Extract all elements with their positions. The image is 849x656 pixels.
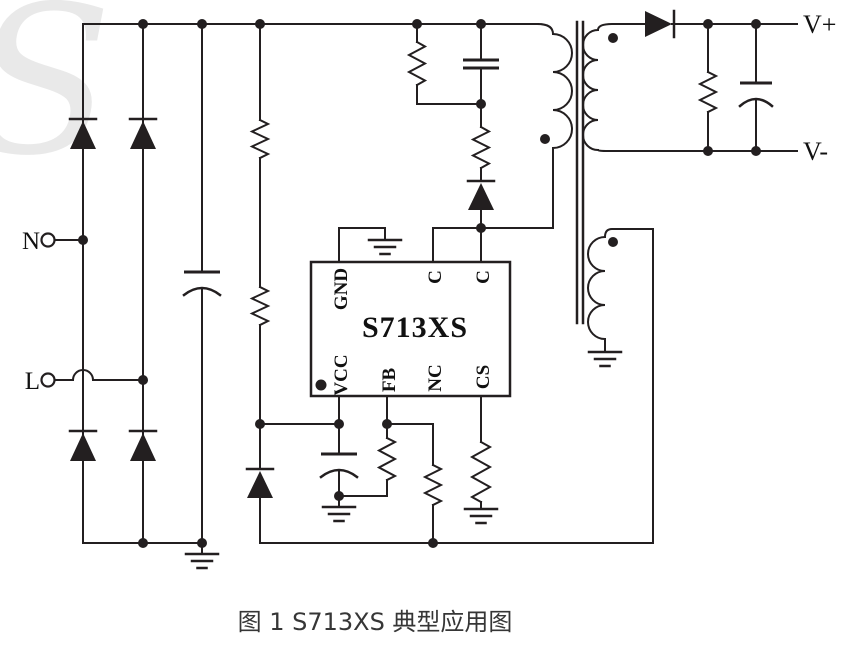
line-terminal-icon <box>40 372 56 388</box>
primary-winding-icon <box>536 22 573 229</box>
resistor-icon <box>406 40 428 87</box>
output-filter <box>697 23 774 152</box>
diode-d3-icon <box>68 429 98 461</box>
resistor-icon <box>376 436 398 482</box>
diode-triangle <box>645 11 672 37</box>
ground-bars <box>184 552 220 570</box>
wire <box>338 227 386 263</box>
bridge-rectifier <box>68 19 539 570</box>
earth-ground-icon <box>321 505 357 523</box>
vminus-label: V- <box>803 137 828 166</box>
wire-drain-node <box>432 227 554 263</box>
junction-dot <box>476 99 486 109</box>
fb-divider-network <box>338 395 444 544</box>
bulk-capacitor <box>182 23 222 544</box>
diode-output-icon <box>645 9 676 39</box>
ac-input-terminals: N L <box>22 228 144 395</box>
figure-caption: 图 1 S713XS 典型应用图 <box>238 608 513 636</box>
diode-triangle <box>130 121 156 149</box>
wire <box>386 423 434 466</box>
diode-triangle <box>247 471 273 498</box>
controller-ic: S713XS GND C C VCC FB NC CS <box>309 260 512 398</box>
junction-dot <box>428 538 438 548</box>
gnd-pin-ground <box>338 227 403 263</box>
transformer-core-icon <box>575 20 585 325</box>
resistor-icon <box>697 70 719 114</box>
resistor-icon <box>470 125 492 170</box>
aux-winding <box>587 228 654 544</box>
pin-label-c1: C <box>425 270 446 284</box>
pin1-dot <box>315 379 327 391</box>
diode-triangle <box>468 183 494 210</box>
neutral-terminal-icon <box>40 232 56 248</box>
pin-label-gnd: GND <box>331 268 352 310</box>
ic-part-number: S713XS <box>362 311 468 344</box>
diode-vcc-icon <box>245 467 275 498</box>
vcc-supply-network <box>259 395 359 523</box>
aux-winding-icon <box>587 228 654 544</box>
resistor-icon <box>469 440 493 504</box>
resistor-icon <box>249 285 271 327</box>
diode-d2-icon <box>128 117 158 149</box>
wire <box>338 479 388 497</box>
neutral-terminal-label: N <box>22 228 40 255</box>
diode-triangle <box>70 433 96 461</box>
diode-d1-icon <box>68 117 98 149</box>
pin-label-vcc: VCC <box>331 354 352 395</box>
junction-dot <box>138 538 148 548</box>
pin-label-cs: CS <box>473 365 494 389</box>
diode-triangle <box>130 433 156 461</box>
phase-dot-secondary <box>608 33 618 43</box>
pin-label-c2: C <box>473 270 494 284</box>
wire-line-with-hop <box>54 369 144 381</box>
phase-dot-primary <box>540 134 550 144</box>
diode-d4-icon <box>128 429 158 461</box>
watermark-letter: S <box>0 0 112 201</box>
startup-resistor-chain <box>245 23 275 544</box>
phase-dot-aux <box>608 237 618 247</box>
earth-ground-icon <box>587 350 623 368</box>
line-terminal-label: L <box>25 368 40 395</box>
resistor-icon <box>422 463 444 507</box>
pin-label-nc: NC <box>425 364 446 391</box>
transformer <box>536 20 798 325</box>
pin-label-fb: FB <box>379 368 400 393</box>
earth-ground-icon <box>463 507 499 525</box>
capacitor-plates <box>463 58 499 70</box>
output-rectifier <box>645 9 798 156</box>
diode-clamp-icon <box>466 179 496 210</box>
ic-body <box>309 260 512 398</box>
vplus-label: V+ <box>803 10 836 39</box>
resistor-icon <box>249 118 271 160</box>
wire <box>416 84 482 105</box>
earth-ground-main-icon <box>184 542 220 570</box>
cs-resistor <box>463 395 499 525</box>
earth-ground-icon <box>367 238 403 256</box>
rcd-snubber <box>406 19 499 233</box>
diode-triangle <box>70 121 96 149</box>
secondary-winding-icon <box>582 23 798 152</box>
junction-dot <box>138 19 148 29</box>
